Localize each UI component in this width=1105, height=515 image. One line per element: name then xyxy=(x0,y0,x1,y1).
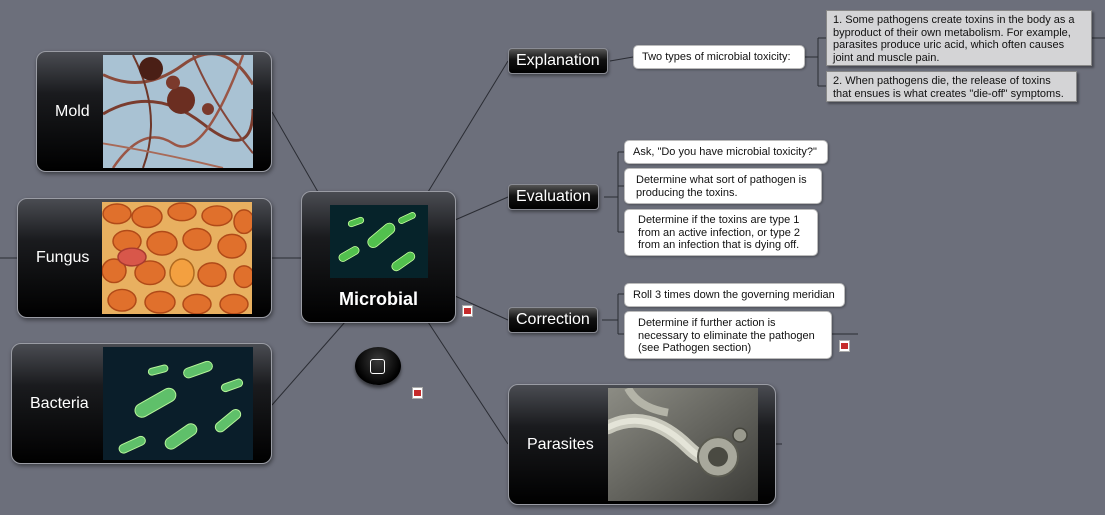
central-node-label: Microbial xyxy=(338,289,418,309)
topic-explanation[interactable]: Explanation xyxy=(508,48,608,74)
node-fungus-label: Fungus xyxy=(36,249,90,266)
note-two-types[interactable]: Two types of microbial toxicity: xyxy=(633,45,805,69)
parasites-image xyxy=(608,388,758,501)
node-mold-label: Mold xyxy=(55,102,90,120)
detail-die-off-toxins[interactable]: 2. When pathogens die, the release of to… xyxy=(826,71,1077,102)
mold-image xyxy=(103,55,253,168)
note-pathogen-type[interactable]: Determine what sort of pathogen is produ… xyxy=(624,168,822,204)
detail-metabolism-toxins[interactable]: 1. Some pathogens create toxins in the b… xyxy=(826,10,1092,66)
node-bacteria[interactable]: Bacteria xyxy=(11,343,272,464)
topic-correction[interactable]: Correction xyxy=(508,307,598,333)
bacteria-image xyxy=(103,347,253,460)
note-roll-meridian[interactable]: Roll 3 times down the governing meridian xyxy=(624,283,845,307)
note-toxin-type[interactable]: Determine if the toxins are type 1 from … xyxy=(624,209,818,256)
node-mold[interactable]: Mold xyxy=(36,51,272,172)
attachment-icon[interactable] xyxy=(412,387,423,399)
fungus-image xyxy=(102,202,252,314)
topic-evaluation[interactable]: Evaluation xyxy=(508,184,599,210)
attachment-icon[interactable] xyxy=(839,340,850,352)
node-parasites-label: Parasites xyxy=(527,435,594,453)
central-node-microbial[interactable]: Microbial xyxy=(301,191,456,323)
checkbox-icon[interactable] xyxy=(355,347,401,385)
node-parasites[interactable]: Parasites xyxy=(508,384,776,505)
microbial-image xyxy=(330,205,428,278)
attachment-icon[interactable] xyxy=(462,305,473,317)
note-ask-toxicity[interactable]: Ask, "Do you have microbial toxicity?" xyxy=(624,140,828,164)
note-further-action[interactable]: Determine if further action is necessary… xyxy=(624,311,832,359)
node-fungus[interactable]: Fungus xyxy=(17,198,272,318)
node-bacteria-label: Bacteria xyxy=(30,394,89,412)
